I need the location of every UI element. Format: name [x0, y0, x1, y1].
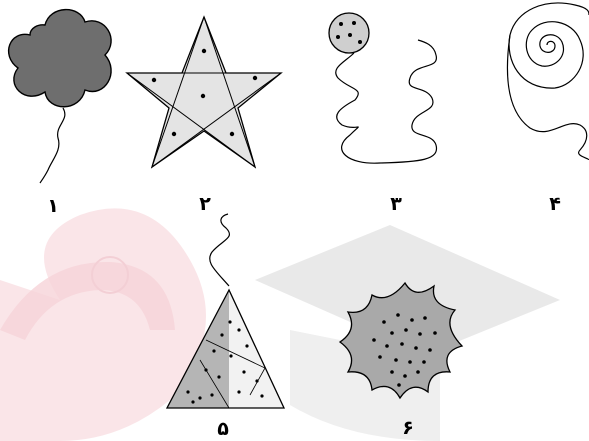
label-shape-2: ۲	[199, 193, 211, 215]
triangle-inner-divide	[199, 339, 266, 409]
watermark-red-arc	[0, 261, 175, 340]
star-dots	[151, 48, 258, 137]
watermark-small-circle	[91, 256, 129, 294]
shape-1-cloud-balloon	[7, 8, 112, 184]
triangle-outline	[165, 288, 286, 409]
spiral-tail	[506, 34, 589, 161]
blob-dots	[372, 313, 437, 387]
label-shape-6: ۶	[402, 417, 414, 439]
star-body	[125, 15, 283, 169]
spiral-curve	[508, 2, 589, 89]
label-shape-5: ۵	[217, 418, 229, 440]
cloud-string	[39, 107, 66, 184]
shape-6-spiky-blob	[338, 281, 464, 400]
triangle-tail	[209, 213, 231, 287]
cloud-body	[7, 8, 112, 108]
shape-2-star	[125, 15, 283, 169]
watermark-red-swirl	[0, 208, 206, 441]
blob-body	[338, 281, 464, 400]
star-lines	[125, 16, 283, 169]
shape-3-spring-circle	[328, 12, 438, 164]
triangle-dots	[186, 320, 264, 404]
label-shape-3: ۳	[390, 193, 402, 215]
label-shape-1: ۱	[47, 195, 59, 217]
shape-4-spiral	[506, 2, 589, 161]
spring-coil	[335, 39, 438, 164]
spring-head-dots	[336, 21, 362, 44]
spring-head	[328, 12, 370, 54]
label-shape-4: ۴	[549, 193, 561, 215]
shape-5-triangle	[165, 213, 286, 409]
